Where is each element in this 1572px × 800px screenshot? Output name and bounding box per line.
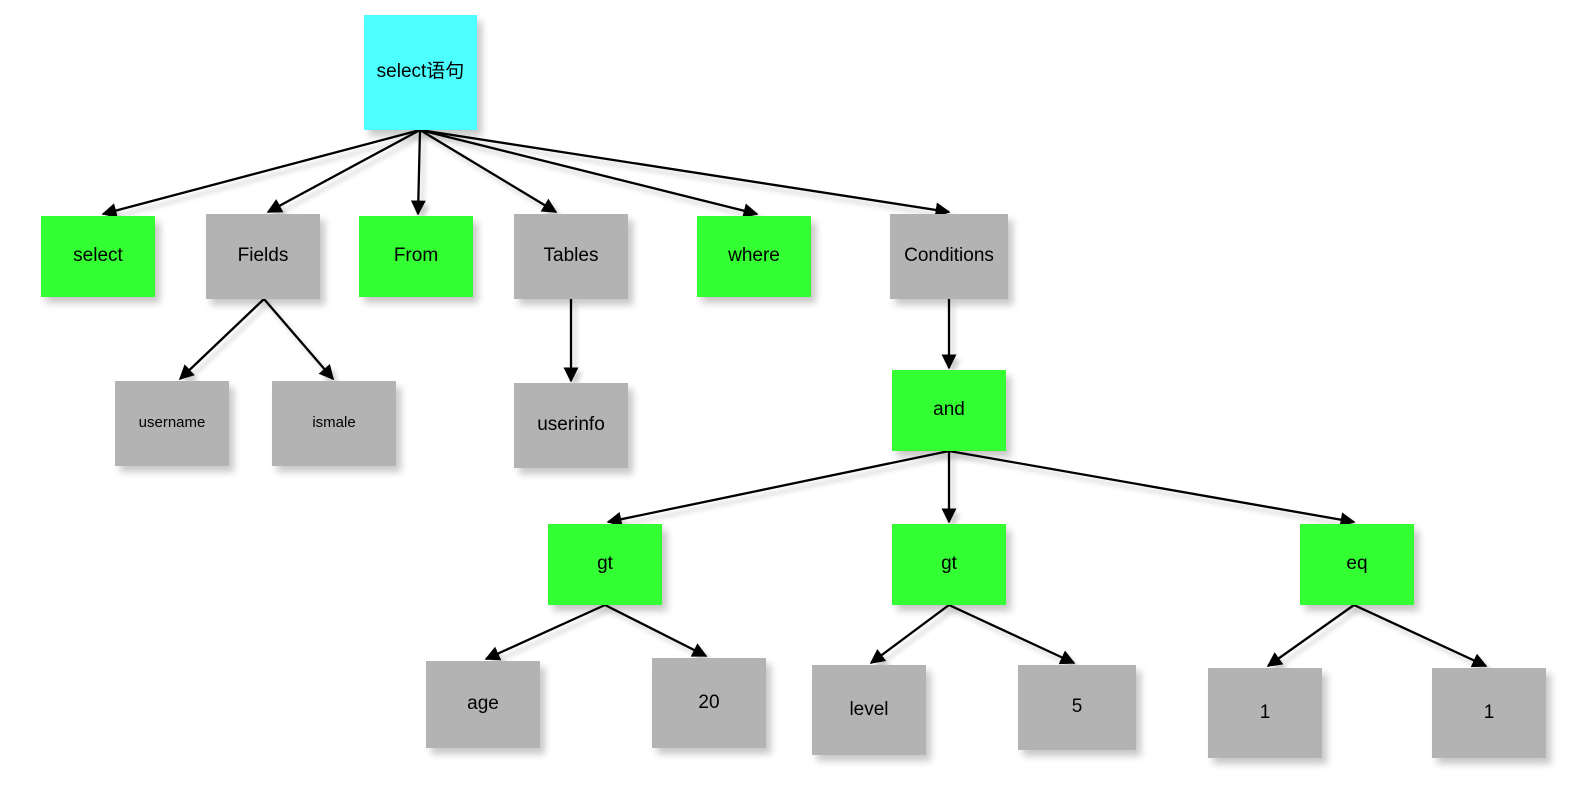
node-fields[interactable]: Fields bbox=[206, 214, 320, 299]
node-age[interactable]: age bbox=[426, 661, 540, 748]
node-label-where: where bbox=[728, 245, 780, 267]
node-username[interactable]: username bbox=[115, 381, 229, 466]
node-and[interactable]: and bbox=[892, 370, 1006, 451]
node-label-eq: eq bbox=[1346, 553, 1368, 575]
node-gt1[interactable]: gt bbox=[548, 524, 662, 605]
node-label-one-left: 1 bbox=[1259, 701, 1271, 723]
node-label-5: 5 bbox=[1071, 696, 1083, 718]
node-label-one-right: 1 bbox=[1483, 701, 1495, 723]
edge-fields-to-ismale bbox=[263, 298, 334, 381]
node-label-conditions: Conditions bbox=[904, 245, 994, 267]
node-tables[interactable]: Tables bbox=[514, 214, 628, 299]
node-label-fields: Fields bbox=[237, 245, 289, 267]
node-select[interactable]: select bbox=[41, 216, 155, 297]
node-label-username: username bbox=[138, 414, 206, 432]
edge-gt2-to-5 bbox=[948, 603, 1076, 665]
node-level[interactable]: level bbox=[812, 665, 926, 755]
node-label-from: From bbox=[393, 245, 439, 267]
node-where[interactable]: where bbox=[697, 216, 811, 297]
node-root[interactable]: select语句 bbox=[364, 15, 477, 130]
node-conditions[interactable]: Conditions bbox=[890, 214, 1008, 299]
edge-eq-to-one-left bbox=[1266, 604, 1355, 667]
node-20[interactable]: 20 bbox=[652, 658, 766, 748]
node-label-tables: Tables bbox=[543, 245, 599, 267]
edge-root-to-select bbox=[101, 128, 421, 218]
node-label-select: select bbox=[73, 245, 123, 267]
edge-and-to-gt1 bbox=[606, 449, 950, 527]
node-one-right[interactable]: 1 bbox=[1432, 668, 1546, 758]
edge-root-to-fields bbox=[266, 128, 421, 214]
node-userinfo[interactable]: userinfo bbox=[514, 383, 628, 468]
edge-root-to-from bbox=[410, 129, 426, 216]
node-label-age: age bbox=[467, 693, 499, 715]
node-label-level: level bbox=[849, 698, 889, 720]
node-label-20: 20 bbox=[698, 691, 720, 713]
node-eq[interactable]: eq bbox=[1300, 524, 1414, 605]
node-one-left[interactable]: 1 bbox=[1208, 668, 1322, 758]
node-ismale[interactable]: ismale bbox=[272, 381, 396, 466]
node-5[interactable]: 5 bbox=[1018, 665, 1136, 750]
edge-fields-to-username bbox=[178, 298, 265, 381]
edge-gt1-to-20 bbox=[604, 603, 708, 658]
edge-root-to-conditions bbox=[419, 128, 951, 218]
node-from[interactable]: From bbox=[359, 216, 473, 297]
edge-and-to-eq bbox=[948, 449, 1356, 528]
node-label-gt2: gt bbox=[941, 553, 957, 575]
edge-root-to-tables bbox=[419, 129, 558, 213]
node-gt2[interactable]: gt bbox=[892, 524, 1006, 605]
edge-root-to-where bbox=[419, 128, 759, 218]
edge-gt2-to-level bbox=[869, 604, 950, 664]
node-label-and: and bbox=[933, 399, 965, 421]
edge-gt1-to-age bbox=[484, 603, 606, 661]
edge-eq-to-one-right bbox=[1353, 603, 1488, 668]
node-label-userinfo: userinfo bbox=[537, 414, 605, 436]
node-label-gt1: gt bbox=[597, 553, 613, 575]
node-label-root: select语句 bbox=[376, 61, 465, 83]
node-label-ismale: ismale bbox=[312, 414, 356, 432]
